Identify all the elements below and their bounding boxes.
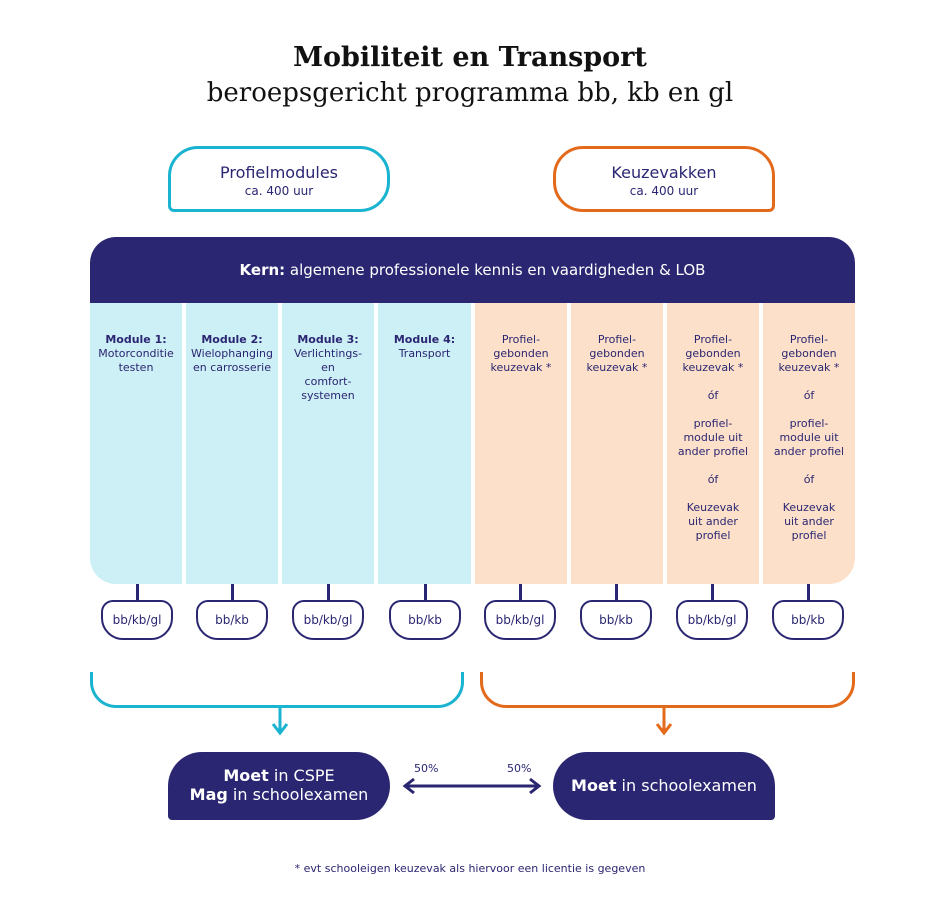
column-line: Profiel- [693, 333, 733, 346]
tag-connector [711, 584, 714, 600]
level-tag: bb/kb/gl [676, 600, 748, 640]
profielmodules-tab: Profielmodules ca. 400 uur [168, 146, 390, 212]
mag-bold: Mag [189, 785, 228, 804]
column-line: en carrosserie [193, 361, 271, 374]
column-line: Keuzevak [686, 501, 740, 514]
column-line: Profiel- [501, 333, 541, 346]
column-4: Module 4:Transport [378, 303, 471, 584]
kern-banner: Kern: algemene professionele kennis en v… [90, 237, 855, 303]
tag-connector [615, 584, 618, 600]
moet-bold-right: Moet [571, 776, 617, 795]
column-line: Module 2: [201, 333, 263, 346]
column-line: ander profiel [677, 445, 749, 458]
column-line: uit ander [688, 515, 738, 528]
column-line: module uit [779, 431, 839, 444]
keuzevakken-tab: Keuzevakken ca. 400 uur [553, 146, 775, 212]
cyan-down-arrow [271, 708, 289, 736]
column-line: Profiel- [597, 333, 637, 346]
column-line: Profiel- [789, 333, 829, 346]
column-line: profiel [695, 529, 731, 542]
orange-down-arrow [655, 708, 673, 736]
profielmodules-heading: Profielmodules [219, 163, 339, 182]
level-tag: bb/kb/gl [101, 600, 173, 640]
tag-connector [327, 584, 330, 600]
level-tag: bb/kb [580, 600, 652, 640]
cspe-text: in CSPE [268, 766, 335, 785]
column-line: profiel- [693, 417, 733, 430]
cspe-outcome-pill: Moet in CSPE Mag in schoolexamen [168, 752, 390, 820]
column-line: keuzevak * [682, 361, 744, 374]
tag-connector [231, 584, 234, 600]
column-line: keuzevak * [778, 361, 840, 374]
diagram-title: Mobiliteit en Transport [293, 42, 647, 73]
column-line: profiel [791, 529, 827, 542]
diagram-subtitle: beroepsgericht programma bb, kb en gl [206, 78, 734, 108]
tag-connector [519, 584, 522, 600]
level-tag: bb/kb [772, 600, 844, 640]
column-line: Motorconditie [98, 347, 174, 360]
profielmodules-hours: ca. 400 uur [244, 184, 314, 198]
schoolexamen-line: Moet in schoolexamen [553, 776, 775, 795]
level-tag: bb/kb [389, 600, 461, 640]
schoolexamen-outcome-pill: Moet in schoolexamen [553, 752, 775, 820]
kern-label: Kern: [239, 261, 286, 279]
column-line: profiel- [789, 417, 829, 430]
level-tag: bb/kb [196, 600, 268, 640]
column-line: Module 4: [393, 333, 456, 346]
column-line: óf [707, 473, 719, 486]
keuzevakken-heading: Keuzevakken [611, 163, 717, 182]
column-line: module uit [683, 431, 743, 444]
keuzevakken-bracket [480, 672, 855, 708]
column-line: Transport [398, 347, 451, 360]
column-line: gebonden [685, 347, 741, 360]
column-line: Keuzevak [782, 501, 836, 514]
column-line: Module 3: [297, 333, 359, 346]
column-line: comfort- [304, 375, 352, 388]
moet-bold: Moet [223, 766, 269, 785]
tag-connector [807, 584, 810, 600]
tag-connector [136, 584, 139, 600]
column-line: Wielophanging [191, 347, 273, 360]
keuzevakken-hours: ca. 400 uur [629, 184, 699, 198]
percent-right: 50% [507, 762, 532, 775]
double-arrow [402, 777, 542, 795]
column-line: uit ander [784, 515, 834, 528]
level-tag: bb/kb/gl [484, 600, 556, 640]
profielmodules-bracket [90, 672, 464, 708]
footnote: * evt schooleigen keuzevak als hiervoor … [294, 862, 646, 875]
column-line: Module 1: [105, 333, 167, 346]
column-line: gebonden [493, 347, 549, 360]
column-line: óf [707, 389, 719, 402]
column-line: Verlichtings- [293, 347, 363, 360]
schoolexamen-text-right: in schoolexamen [616, 776, 757, 795]
tag-connector [424, 584, 427, 600]
level-tag: bb/kb/gl [292, 600, 364, 640]
column-line: keuzevak * [490, 361, 552, 374]
column-line: systemen [301, 389, 355, 402]
column-line: gebonden [589, 347, 645, 360]
column-line: ander profiel [773, 445, 845, 458]
schoolexamen-text: in schoolexamen [227, 785, 369, 804]
column-line: óf [803, 389, 815, 402]
column-line: gebonden [781, 347, 837, 360]
column-line: óf [803, 473, 815, 486]
column-line: testen [118, 361, 154, 374]
column-line: en [321, 361, 335, 374]
column-line: keuzevak * [586, 361, 648, 374]
percent-left: 50% [414, 762, 439, 775]
mag-line: Mag in schoolexamen [168, 785, 390, 804]
kern-text: algemene professionele kennis en vaardig… [285, 261, 706, 279]
cspe-line: Moet in CSPE [168, 766, 390, 785]
